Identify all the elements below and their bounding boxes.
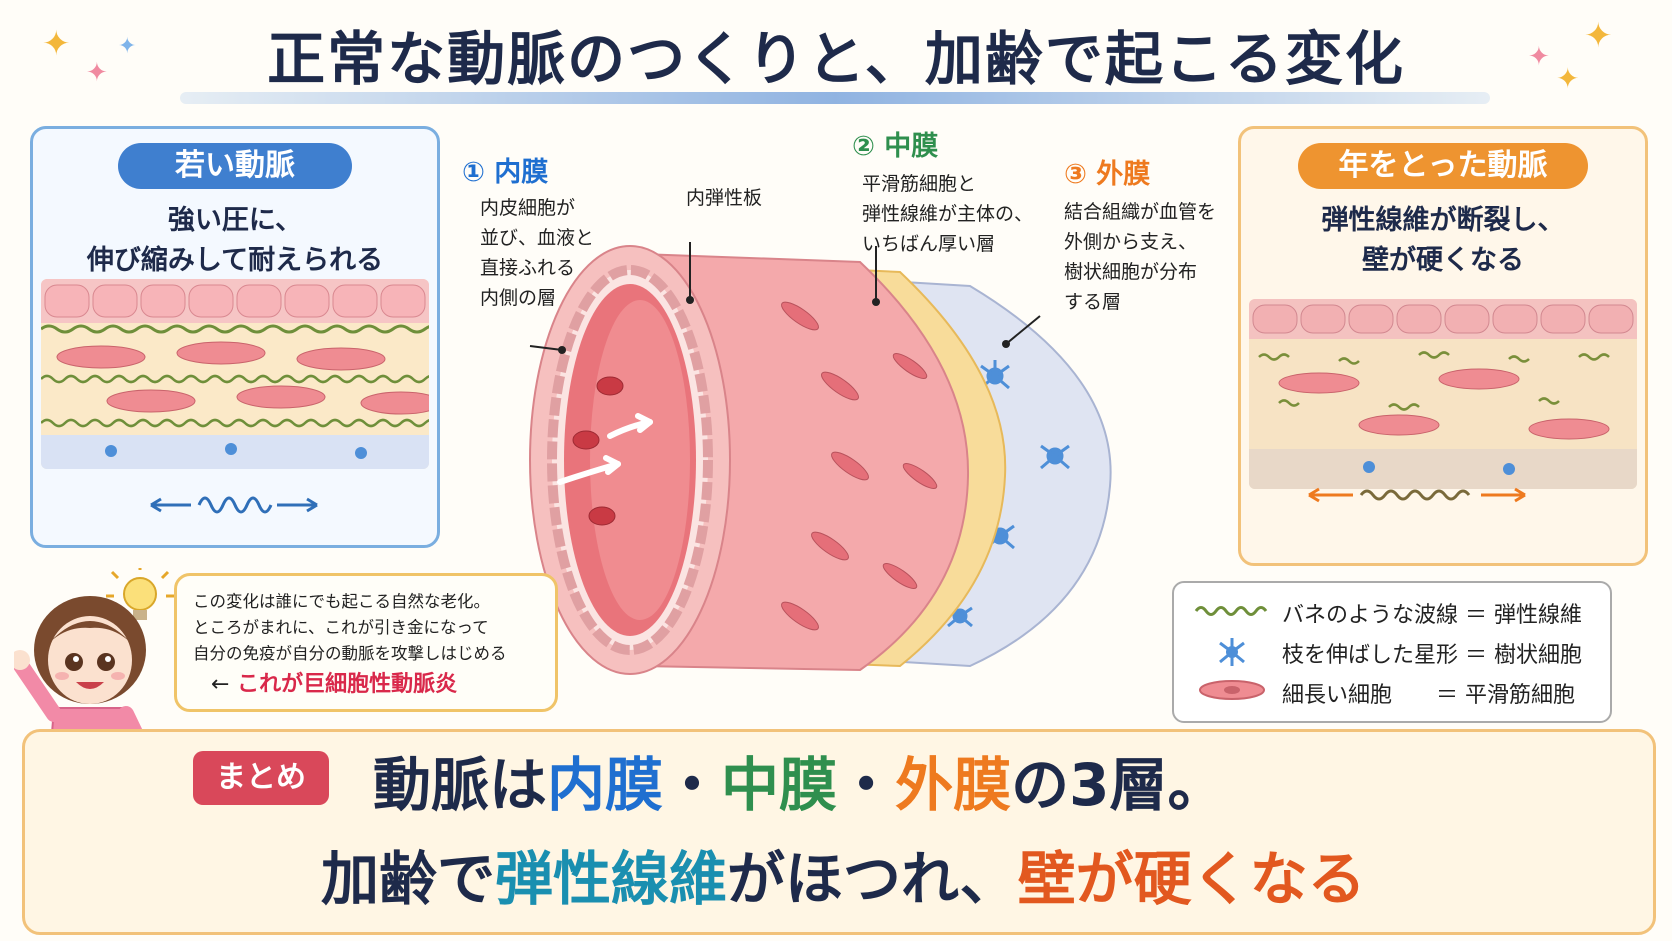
wavy-line-icon <box>1194 606 1268 616</box>
star-cell-icon <box>1219 638 1245 666</box>
summary-box: まとめ 動脈は内膜・中膜・外膜の3層。 加齢で弾性線維がほつれ、壁が硬くなる <box>22 729 1656 935</box>
summary-badge: まとめ <box>193 751 329 805</box>
artery-tube-illustration <box>529 242 1112 675</box>
bubble-line3: 自分の免疫が自分の動脈を攻撃しはじめる <box>193 644 507 663</box>
dendritic-cells <box>105 443 367 459</box>
bubble-line2: ところがまれに、これが引き金になって <box>193 618 489 637</box>
bubble-highlight-line: ← これが巨細胞性動脈炎 <box>211 666 457 698</box>
young-desc-line2: 伸び縮みして耐えられる <box>86 245 384 276</box>
aged-artery-desc: 弾性線維が断裂し、 壁が硬くなる <box>1241 201 1645 281</box>
summary-line1: 動脈は内膜・中膜・外膜の3層。 <box>373 751 1226 819</box>
sparkle-icon: ✦ <box>1556 62 1580 95</box>
title-underline <box>180 92 1490 104</box>
media-callout: ② 中膜 平滑筋細胞と 弾性線維が主体の、 いちばん厚い層 <box>852 124 1033 259</box>
young-artery-panel: 若い動脈 強い圧に、 伸び縮みして耐えられる <box>30 126 440 548</box>
sparkle-icon: ✦ <box>86 58 108 88</box>
young-artery-cross-section <box>41 279 429 514</box>
iel-label: 内弾性板 <box>686 187 763 209</box>
sparkle-icon: ✦ <box>1528 42 1550 72</box>
bubble-line1: この変化は誰にでも起こる自然な老化。 <box>193 592 490 611</box>
sparkle-icon: ✦ <box>42 24 71 64</box>
spindle-cell-icon <box>1199 680 1265 700</box>
intima-callout: ① 内膜 内皮細胞が 並び、血液と 直接ふれる 内側の層 <box>462 150 594 313</box>
legend-row-dendritic-cell: 枝を伸ばした星形 ＝ 樹状細胞 <box>1192 635 1602 671</box>
media-desc: 平滑筋細胞と 弾性線維が主体の、 いちばん厚い層 <box>862 173 1034 255</box>
left-arrow-icon: ← <box>211 672 230 697</box>
sparkle-icon: ✦ <box>1584 16 1613 56</box>
lightbulb-icon <box>106 568 174 620</box>
young-artery-desc: 強い圧に、 伸び縮みして耐えられる <box>33 201 437 281</box>
old-desc-line2: 壁が硬くなる <box>1362 245 1524 276</box>
aged-artery-panel: 年をとった動脈 弾性線維が断裂し、 壁が硬くなる <box>1238 126 1648 566</box>
rigid-arrow-icon <box>1308 487 1526 503</box>
elastic-fiber-line <box>41 324 429 334</box>
red-blood-cells <box>572 376 624 526</box>
blood-flow-arrow-icon <box>557 413 653 485</box>
speech-bubble: この変化は誰にでも起こる自然な老化。 ところがまれに、これが引き金になって 自分… <box>174 573 558 712</box>
legend-box: バネのような波線 ＝ 弾性線維 枝を伸ばした星形 ＝ 樹状細胞 細長い細胞 ＝ … <box>1172 581 1612 723</box>
stretch-arrow-icon <box>150 496 318 514</box>
smooth-muscle-cells <box>781 301 938 631</box>
media-label: ② 中膜 <box>852 131 939 162</box>
adventitia-desc: 結合組織が血管を 外側から支え、 樹状細胞が分布 する層 <box>1064 201 1217 313</box>
intima-label: ① 内膜 <box>462 157 549 188</box>
aged-artery-cross-section <box>1249 299 1637 503</box>
page-title: 正常な動脈のつくりと、加齢で起こる変化 <box>267 25 1405 93</box>
sparkle-icon: ✦ <box>118 34 137 59</box>
endothelial-cell-row <box>44 284 426 318</box>
bubble-highlight: これが巨細胞性動脈炎 <box>237 672 458 697</box>
legend-row-elastic-fiber: バネのような波線 ＝ 弾性線維 <box>1192 595 1602 631</box>
young-desc-line1: 強い圧に、 <box>167 205 303 236</box>
young-artery-badge: 若い動脈 <box>118 143 352 189</box>
smooth-muscle-cells <box>56 341 429 415</box>
aged-artery-badge: 年をとった動脈 <box>1298 143 1588 189</box>
old-desc-line1: 弾性線維が断裂し、 <box>1321 205 1565 236</box>
legend-row-smooth-muscle: 細長い細胞 ＝ 平滑筋細胞 <box>1192 675 1602 711</box>
summary-line2: 加齢で弾性線維がほつれ、壁が硬くなる <box>321 845 1366 913</box>
adventitia-callout: ③ 外膜 結合組織が血管を 外側から支え、 樹状細胞が分布 する層 <box>1064 152 1216 317</box>
intima-desc: 内皮細胞が 並び、血液と 直接ふれる 内側の層 <box>480 197 595 309</box>
adventitia-label: ③ 外膜 <box>1064 159 1151 190</box>
broken-elastic-fibers <box>1258 351 1610 411</box>
